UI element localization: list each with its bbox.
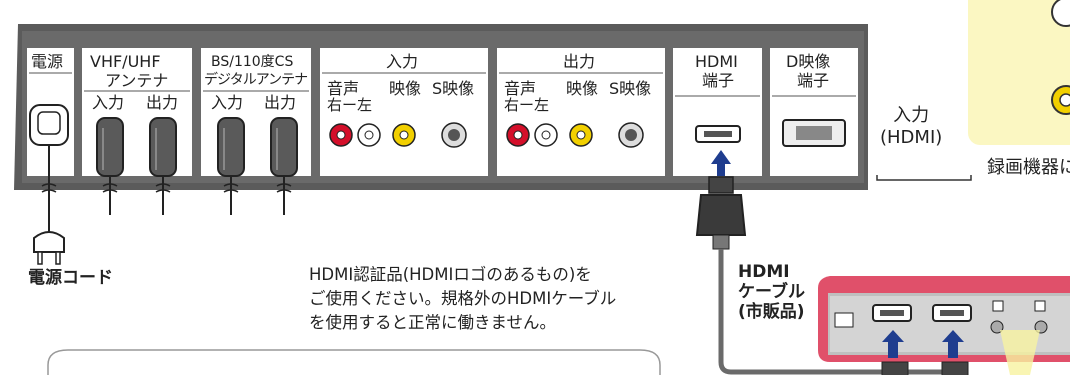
vhf-out-label: 出力	[146, 93, 179, 112]
col-d	[770, 48, 858, 176]
header-dividers	[29, 72, 856, 97]
output-title: 出力	[563, 52, 596, 71]
hdmi-input-label: 入力 (HDMI)	[880, 105, 943, 148]
power-plug-icon	[33, 231, 65, 265]
d-port-icon	[782, 119, 846, 147]
vhf-in-label: 入力	[92, 93, 125, 112]
vhf-in-connector-icon	[96, 117, 124, 215]
bs-out-connector-icon	[270, 117, 298, 215]
tv-hdmi-plugs-icon	[881, 361, 969, 375]
bs-title-2: デジタルアンテナ	[204, 72, 308, 88]
in-svideo-label: S映像	[432, 79, 475, 98]
vhf-title-1: VHF/UHF	[90, 52, 161, 71]
in-video-label: 映像	[389, 79, 422, 98]
in-rl-label: 右ー左	[327, 96, 373, 114]
d-title-1: D映像	[786, 52, 831, 71]
s-video-icon	[1051, 0, 1070, 27]
hdmi-arrow-up	[711, 150, 731, 176]
in-audio-label: 音声	[327, 79, 360, 98]
out-svideo-label: S映像	[609, 79, 652, 98]
recorder-icons	[1051, 0, 1070, 115]
bs-in-label: 入力	[211, 93, 244, 112]
hdmi-input-bracket	[876, 175, 972, 181]
power-title: 電源	[31, 52, 64, 71]
highlight-beam	[1000, 330, 1040, 375]
vhf-out-connector-icon	[149, 117, 177, 215]
tv-arrow-2	[942, 330, 964, 358]
tv-arrow-1	[882, 330, 904, 358]
bs-title-1: BS/110度CS	[211, 54, 294, 70]
power-cord-label: 電源コード	[28, 268, 113, 288]
hdmi-title-1: HDMI	[695, 52, 738, 71]
recorder-note-panel	[968, 0, 1070, 145]
col-input	[320, 48, 488, 176]
bs-in-connector-icon	[217, 117, 245, 215]
hdmi-cable-label: HDMI ケーブル (市販品)	[738, 262, 805, 322]
out-video-label: 映像	[566, 79, 599, 98]
hdmi-notice-text: HDMI認証品(HDMIロゴのあるもの)を ご使用ください。規格外のHDMIケー…	[309, 265, 617, 332]
hdmi-title-2: 端子	[702, 71, 735, 90]
col-output	[497, 48, 665, 176]
power-socket-icon	[29, 104, 69, 146]
notice-box	[47, 349, 661, 375]
d-title-2: 端子	[797, 71, 830, 90]
out-rl-label: 右ー左	[504, 96, 550, 114]
col-hdmi	[673, 48, 762, 176]
bs-out-label: 出力	[264, 93, 297, 112]
input-title: 入力	[386, 52, 419, 71]
out-audio-label: 音声	[504, 79, 537, 98]
vhf-title-2: アンテナ	[105, 71, 169, 90]
recorder-label: 録画機器に	[987, 157, 1070, 178]
hdmi-port-icon	[695, 125, 741, 143]
input-rca-jacks	[329, 122, 467, 148]
output-rca-jacks	[506, 122, 644, 148]
